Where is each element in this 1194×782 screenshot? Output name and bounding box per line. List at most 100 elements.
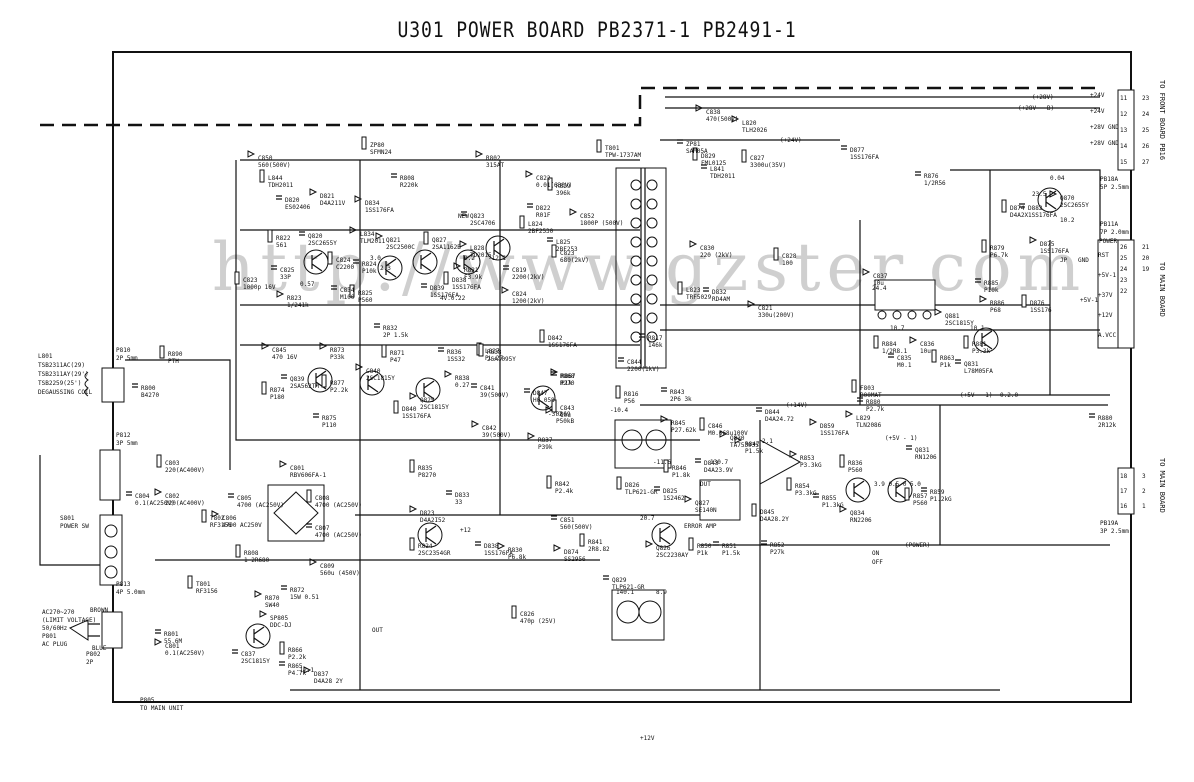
component-ref: C830 bbox=[700, 245, 715, 252]
signal-label: RST bbox=[1098, 252, 1109, 259]
component-ref: R852 bbox=[770, 542, 785, 549]
capacitor-symbol bbox=[756, 407, 762, 412]
capacitor-symbol bbox=[353, 259, 359, 264]
note-label: ON bbox=[872, 550, 880, 557]
component-ref: T801 bbox=[605, 145, 620, 152]
component-ref: C806 bbox=[222, 515, 237, 522]
connector-ext-pin: 19 bbox=[1142, 266, 1150, 273]
diode-symbol bbox=[459, 240, 468, 248]
resistor-symbol bbox=[393, 400, 399, 414]
capacitor-symbol bbox=[551, 515, 557, 520]
component-value: 2SC2354GR bbox=[418, 550, 451, 557]
component-value: P1.2kG bbox=[930, 496, 952, 503]
transistor-symbol bbox=[455, 249, 481, 275]
component-value: 4700 (AC250V) bbox=[237, 502, 284, 509]
diode-symbol bbox=[276, 290, 285, 298]
component-value: P27.62k bbox=[671, 427, 697, 434]
component-ref: R817 bbox=[648, 335, 663, 342]
diode-symbol bbox=[154, 488, 163, 496]
component-ref: C821 bbox=[758, 305, 773, 312]
connector-pin-number: 13 bbox=[1120, 127, 1128, 134]
resistor-symbol bbox=[981, 239, 987, 253]
connector-pin-number: 12 bbox=[1120, 111, 1128, 118]
resistor-symbol bbox=[443, 271, 449, 285]
capacitor-symbol bbox=[281, 585, 287, 590]
connector-pitch: 3P 2.5mm bbox=[1100, 528, 1129, 535]
component-value: 2BF2530 bbox=[528, 228, 554, 235]
capacitor-symbol bbox=[421, 283, 427, 288]
transistor-symbol bbox=[359, 370, 385, 396]
capacitor-symbol bbox=[888, 353, 894, 358]
component-ref: C844 bbox=[627, 359, 642, 366]
capacitor-symbol bbox=[527, 203, 533, 208]
component-ref: L841 bbox=[710, 166, 725, 173]
component-ref: C837 bbox=[873, 273, 888, 280]
diode-symbol bbox=[909, 336, 918, 344]
p813-connector bbox=[101, 611, 123, 649]
note-label: 0.57 bbox=[300, 281, 315, 288]
note-label: 3.9 0.5 0 bbox=[874, 481, 907, 488]
connector-ext-pin: 1 bbox=[1142, 503, 1146, 510]
diode-symbol bbox=[475, 150, 484, 158]
component-ref: R821 bbox=[464, 267, 479, 274]
diode-symbol bbox=[279, 460, 288, 468]
capacitor-symbol bbox=[551, 371, 557, 376]
transistor-leads bbox=[463, 252, 475, 272]
component-value: M100 bbox=[340, 294, 355, 301]
diode-symbol bbox=[1029, 236, 1038, 244]
component-ref: R880 bbox=[866, 399, 881, 406]
degauss-label: TSB2311AC(29) bbox=[38, 362, 85, 369]
component-ref: R832 bbox=[383, 325, 398, 332]
component-value: P560 bbox=[848, 467, 863, 474]
component-value: P1k bbox=[561, 380, 572, 387]
transistor-symbol bbox=[1037, 187, 1063, 213]
note-label: 140.1 bbox=[616, 589, 634, 596]
capacitor-symbol bbox=[677, 139, 683, 144]
diode-symbol bbox=[569, 208, 578, 216]
capacitor-symbol bbox=[915, 171, 921, 176]
component-value: TRF5029 bbox=[686, 294, 712, 301]
resistor-symbol bbox=[546, 475, 552, 489]
component-ref: D874 bbox=[564, 549, 579, 556]
component-value: D4A28.2Y bbox=[760, 516, 789, 523]
component-value: 4700 (AC250V) bbox=[315, 532, 362, 539]
component-value: B00MAT bbox=[860, 392, 882, 399]
resistor-symbol bbox=[931, 349, 937, 363]
resistor-symbol bbox=[306, 489, 312, 503]
capacitor-symbol bbox=[446, 490, 452, 495]
capacitor-symbol bbox=[271, 265, 277, 270]
component-value: 0.27 bbox=[455, 382, 470, 389]
capacitor-symbol bbox=[695, 458, 701, 463]
connector-pin-number: 23 bbox=[1120, 277, 1128, 284]
component-value: P47 bbox=[390, 357, 401, 364]
component-ref: C805 bbox=[237, 495, 252, 502]
resistor-symbol bbox=[692, 147, 698, 161]
component-ref: R857 bbox=[913, 493, 928, 500]
resistor-symbol bbox=[677, 281, 683, 295]
component-ref: Q831 bbox=[915, 447, 930, 454]
transformer-pin bbox=[646, 312, 658, 324]
component-ref: C846 bbox=[708, 423, 723, 430]
component-value: 1SS176FA bbox=[1040, 248, 1069, 255]
front-board-connector bbox=[1117, 89, 1135, 171]
resistor-symbol bbox=[361, 136, 367, 150]
connector-pin-number: 14 bbox=[1120, 143, 1128, 150]
resistor-symbol bbox=[741, 149, 747, 163]
component-value: 470p (25V) bbox=[520, 618, 556, 625]
diode-symbol bbox=[689, 240, 698, 248]
component-value: RF3156 bbox=[196, 588, 218, 595]
component-ref: R808 bbox=[244, 550, 259, 557]
component-ref: R886 bbox=[990, 300, 1005, 307]
component-value: PTH bbox=[168, 358, 179, 365]
connector-ext-pin: 21 bbox=[1142, 244, 1150, 251]
note-label: NEW bbox=[458, 213, 469, 220]
component-value: P2.2k bbox=[288, 654, 306, 661]
component-value: P180 bbox=[270, 394, 285, 401]
transformer-pin bbox=[646, 198, 658, 210]
resistor-symbol bbox=[156, 454, 162, 468]
connector-ref: PB19A bbox=[1100, 520, 1118, 527]
component-ref: R837 bbox=[538, 437, 553, 444]
capacitor-symbol bbox=[1019, 203, 1025, 208]
component-ref: R872 bbox=[290, 587, 305, 594]
